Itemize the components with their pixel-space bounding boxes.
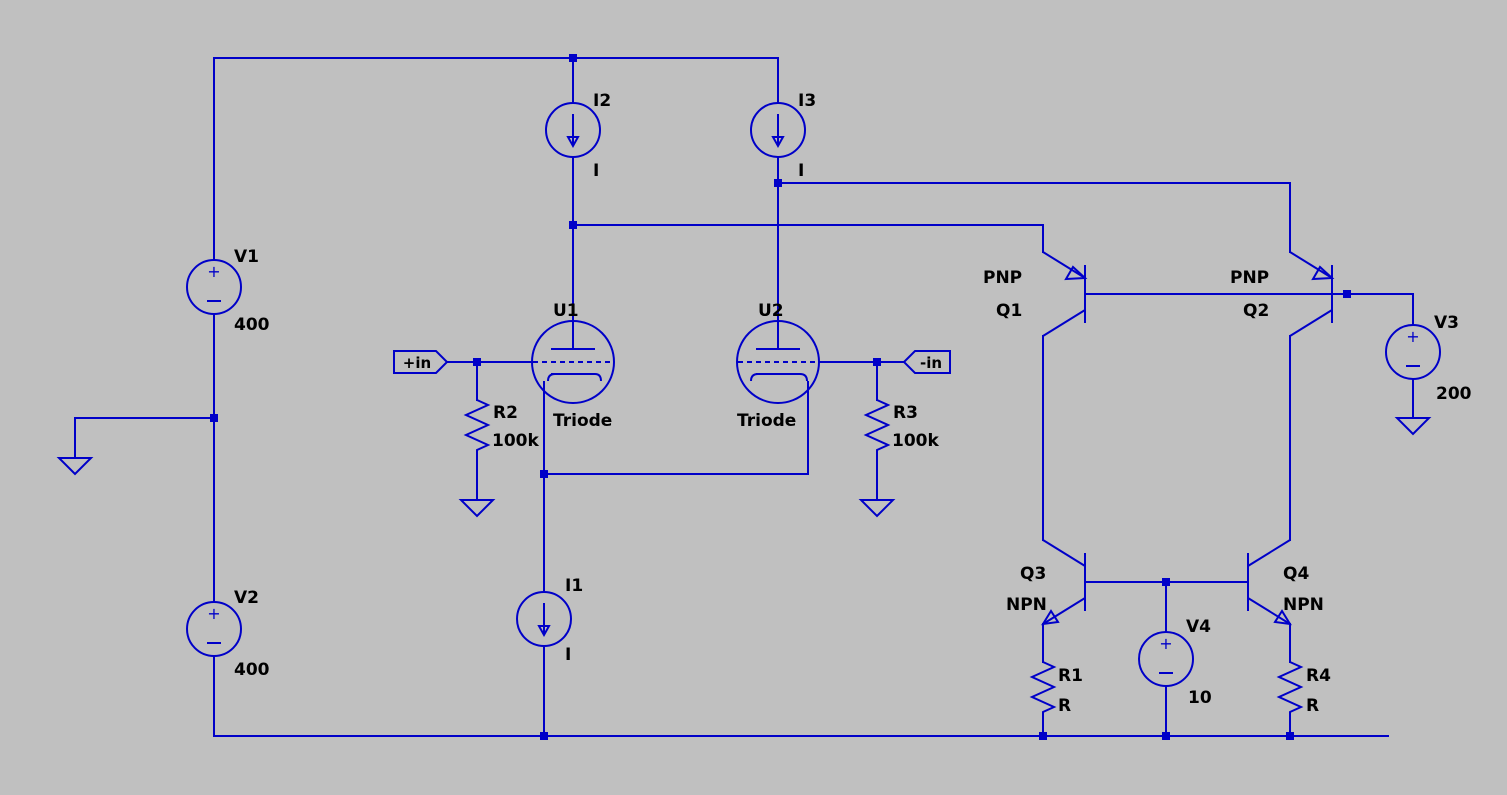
svg-text:+: + [207,262,220,281]
q2-name: Q2 [1243,301,1269,321]
v3-value: 200 [1436,384,1472,404]
voltage-source-v2[interactable]: + [186,601,242,657]
current-source-i1[interactable] [516,591,572,647]
transistor-q3[interactable] [1041,539,1086,626]
ground-symbol [458,499,496,518]
u1-value: Triode [553,411,612,431]
triode-u1[interactable] [531,320,615,404]
ground-symbol [56,457,94,476]
v1-value: 400 [234,315,270,335]
i2-value: I [593,161,599,181]
q4-name: Q4 [1283,564,1309,584]
transistor-q1[interactable] [1042,251,1088,337]
port-plus-in-label: +in [403,354,431,372]
junction-dots [210,54,1351,740]
voltage-source-v1[interactable]: + [186,259,242,315]
svg-text:+: + [1159,634,1172,653]
i1-name: I1 [565,576,583,596]
v4-name: V4 [1186,617,1211,637]
resistor-r4[interactable] [1276,661,1304,715]
v2-value: 400 [234,660,270,680]
r1-name: R1 [1058,666,1083,686]
v3-name: V3 [1434,313,1459,333]
svg-text:+: + [207,604,220,623]
port-minus-in[interactable]: -in [902,350,951,374]
i2-name: I2 [593,91,611,111]
r4-value: R [1306,696,1319,716]
i3-value: I [798,161,804,181]
component-labels: V1 400 V2 400 V3 200 V4 10 I2 I I3 I I1 … [234,91,1472,716]
r4-name: R4 [1306,666,1331,686]
current-source-i3[interactable] [750,102,806,158]
resistor-r1[interactable] [1029,661,1057,715]
svg-text:+: + [1406,327,1419,346]
q1-type: PNP [983,268,1022,288]
wires [74,57,1414,737]
q1-name: Q1 [996,301,1022,321]
q2-type: PNP [1230,268,1269,288]
q3-type: NPN [1006,595,1047,615]
u2-value: Triode [737,411,796,431]
resistor-r3[interactable] [863,399,891,455]
q3-name: Q3 [1020,564,1046,584]
triode-u2[interactable] [736,320,820,404]
voltage-source-v3[interactable]: + [1385,324,1441,380]
ground-symbol [858,499,896,518]
port-plus-in[interactable]: +in [393,350,449,374]
r2-value: 100k [492,431,539,451]
ground-symbol [1394,417,1432,436]
u1-name: U1 [553,301,579,321]
q4-type: NPN [1283,595,1324,615]
v2-name: V2 [234,588,259,608]
v1-name: V1 [234,247,259,267]
voltage-source-v4[interactable]: + [1138,631,1194,687]
r3-value: 100k [892,431,939,451]
i3-name: I3 [798,91,816,111]
r3-name: R3 [893,403,918,423]
u2-name: U2 [758,301,784,321]
r1-value: R [1058,696,1071,716]
i1-value: I [565,645,571,665]
r2-name: R2 [493,403,518,423]
transistor-q2[interactable] [1289,251,1335,337]
resistor-r2[interactable] [463,399,491,455]
current-source-i2[interactable] [545,102,601,158]
port-minus-in-label: -in [920,354,942,372]
transistor-q4[interactable] [1247,539,1292,626]
v4-value: 10 [1188,688,1212,708]
